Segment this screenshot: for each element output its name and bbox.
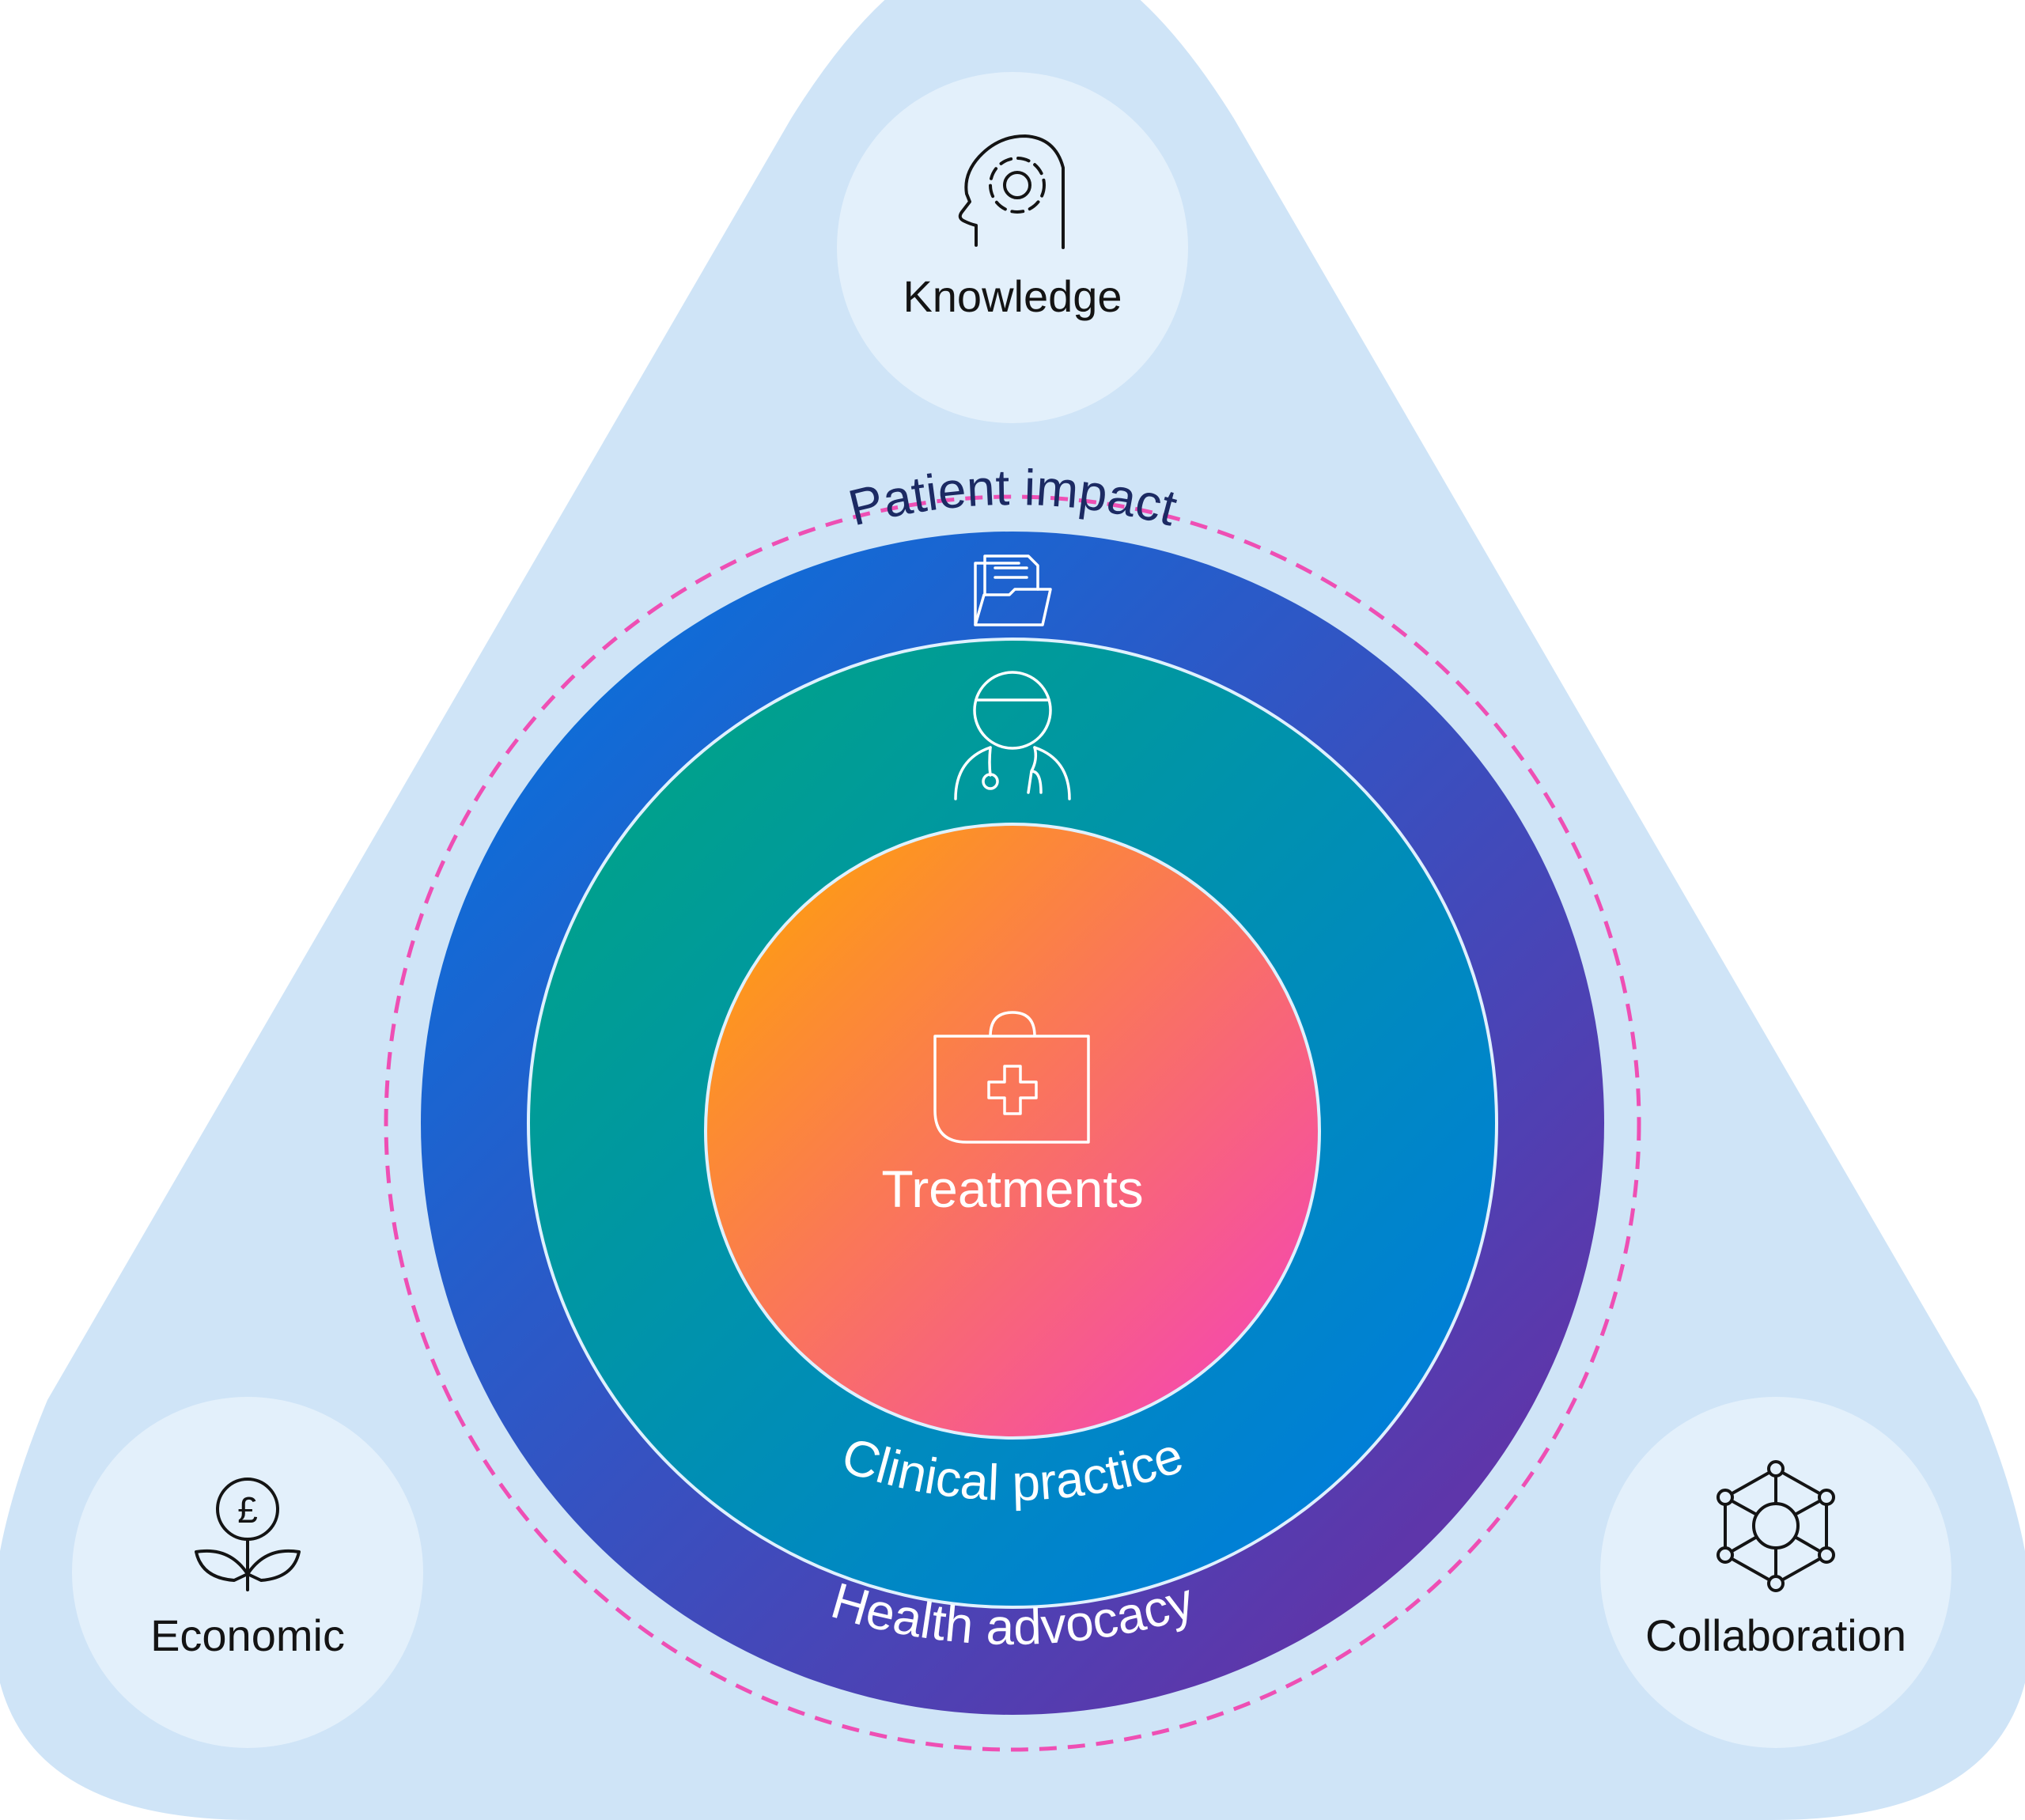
pound-plant-icon [195,1478,301,1591]
treatments-circle [704,823,1321,1440]
knowledge-circle [837,72,1188,423]
pound-symbol: £ [237,1489,258,1531]
medical-kit-icon [933,1011,1090,1144]
network-icon [1717,1460,1835,1592]
head-gear-icon [958,134,1065,249]
knowledge-label: Knowledge [903,271,1122,321]
folder-documents-icon [974,554,1052,626]
doctor-icon [954,671,1071,800]
treatments-label: Treatments [881,1160,1143,1218]
collaboration-label: Collaboration [1645,1610,1906,1660]
patient-impact-ring [384,494,1641,1752]
economic-label: Economic [150,1610,345,1660]
